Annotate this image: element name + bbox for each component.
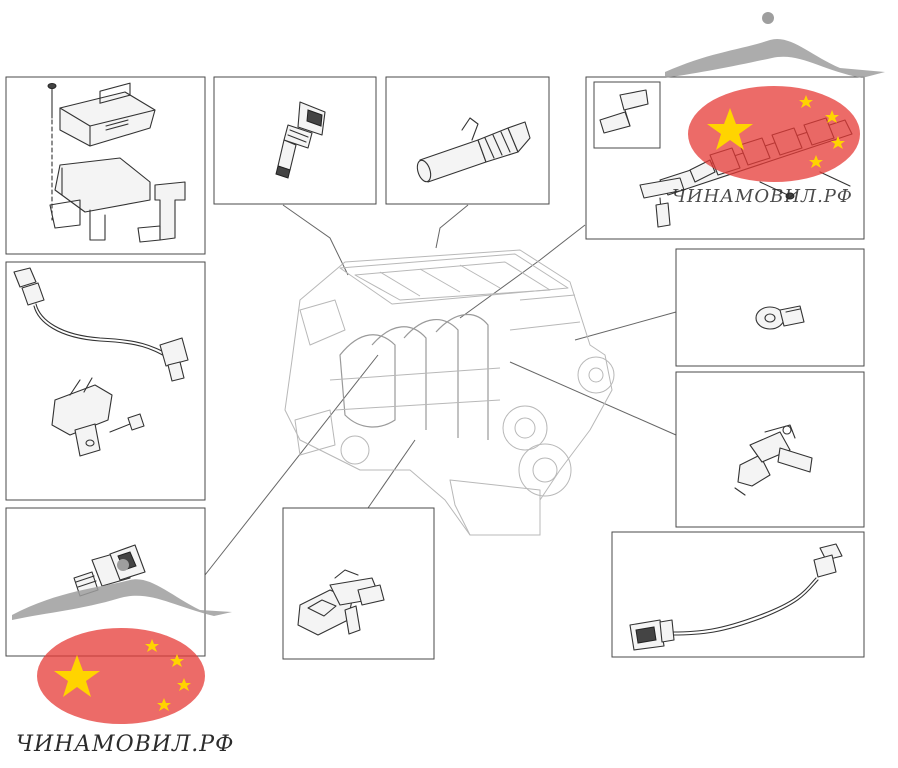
oil-control-valve-panel [385,76,550,205]
knock-sensor-icon [755,305,805,330]
flag-ellipse-bottom [37,628,205,724]
map-sensor-icon [297,569,385,636]
crank-sensor-panel [5,261,206,501]
engine-illustration [284,249,615,536]
cam-sensor-panel [675,371,865,528]
coolant-temp-sensor-panel [213,76,377,205]
coolant-temperature-sensor-icon [275,101,326,179]
watermark-text-main: ЧИНАМОВИЛ.РФ [16,732,235,757]
map-sensor-panel [282,507,435,660]
star-icon [707,108,753,150]
star-icon [54,655,100,697]
oxygen-sensor-panel [611,531,865,658]
camshaft-position-sensor-icon [734,424,813,496]
oil-control-valve-icon [416,117,531,183]
knock-sensor-panel [675,248,865,367]
ecu-panel [5,76,206,255]
watermark-logo-top [665,12,885,182]
ecu-with-bracket-icon [47,82,186,243]
crankshaft-position-sensor-icon [13,267,189,457]
watermark-logo-bottom [12,559,232,724]
flag-ellipse-top [688,86,860,182]
oxygen-sensor-icon [629,543,843,651]
watermark-text-top: ЧИНАМОВИЛ.РФ [672,186,853,207]
leader-lines [204,204,677,576]
